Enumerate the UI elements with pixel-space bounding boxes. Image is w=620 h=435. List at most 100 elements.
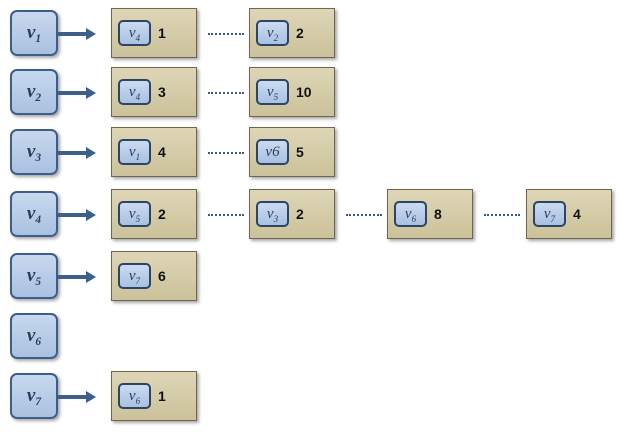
vertex-box: v6	[10, 313, 58, 359]
list-node: v6 1	[111, 371, 197, 421]
neighbor-vertex-chip: v5	[256, 79, 289, 105]
edge-weight: 2	[158, 206, 166, 222]
edge-weight: 2	[296, 25, 304, 41]
list-node: v5 2	[111, 189, 197, 239]
neighbor-subscript: 4	[135, 33, 141, 43]
ellipsis-connector	[208, 92, 244, 94]
neighbor-vertex-chip: v4	[118, 20, 151, 46]
neighbor-subscript: 5	[273, 92, 279, 102]
edge-weight: 2	[296, 206, 304, 222]
ellipsis-connector	[208, 33, 244, 35]
neighbor-vertex-chip: v6	[394, 201, 427, 227]
neighbor-letter: v	[266, 84, 274, 100]
neighbor-subscript: 4	[135, 92, 141, 102]
pointer-arrow-icon	[58, 28, 96, 40]
edge-weight: 4	[573, 206, 581, 222]
vertex-label: v3	[12, 141, 56, 164]
vertex-box: v2	[10, 69, 58, 115]
list-node: v6 8	[387, 189, 473, 239]
edge-weight: 1	[158, 25, 166, 41]
neighbor-letter: v6	[265, 144, 280, 160]
vertex-letter: v	[26, 325, 36, 346]
vertex-label: v7	[12, 385, 56, 408]
neighbor-subscript: 6	[135, 396, 141, 406]
neighbor-letter: v	[266, 206, 274, 222]
edge-weight: 8	[434, 206, 442, 222]
vertex-label: v1	[12, 22, 56, 45]
ellipsis-connector	[346, 214, 382, 216]
vertex-subscript: 6	[35, 336, 42, 348]
pointer-arrow-icon	[58, 147, 96, 159]
list-node: v3 2	[249, 189, 335, 239]
neighbor-subscript: 3	[273, 214, 279, 224]
list-node: v7 6	[111, 251, 197, 301]
list-node: v5 10	[249, 67, 335, 117]
vertex-letter: v	[26, 22, 36, 43]
ellipsis-connector	[484, 214, 520, 216]
list-node: v1 4	[111, 127, 197, 177]
vertex-box: v3	[10, 129, 58, 175]
pointer-arrow-icon	[58, 271, 96, 283]
vertex-letter: v	[26, 81, 36, 102]
vertex-subscript: 1	[35, 33, 42, 45]
neighbor-subscript: 7	[135, 276, 141, 286]
vertex-letter: v	[26, 203, 36, 224]
neighbor-letter: v	[128, 268, 136, 284]
neighbor-vertex-chip: v4	[118, 79, 151, 105]
edge-weight: 5	[296, 144, 304, 160]
neighbor-vertex-chip: v6	[256, 139, 289, 165]
edge-weight: 6	[158, 268, 166, 284]
vertex-subscript: 4	[35, 214, 42, 226]
neighbor-subscript: 5	[135, 214, 141, 224]
list-node: v4 1	[111, 8, 197, 58]
pointer-arrow-icon	[58, 391, 96, 403]
edge-weight: 3	[158, 84, 166, 100]
neighbor-letter: v	[266, 25, 274, 41]
neighbor-letter: v	[543, 206, 551, 222]
pointer-arrow-icon	[58, 209, 96, 221]
edge-weight: 4	[158, 144, 166, 160]
vertex-subscript: 3	[35, 152, 42, 164]
edge-weight: 10	[296, 84, 312, 100]
vertex-letter: v	[26, 265, 36, 286]
vertex-label: v2	[12, 81, 56, 104]
list-node: v6 5	[249, 127, 335, 177]
vertex-letter: v	[26, 385, 36, 406]
neighbor-vertex-chip: v7	[533, 201, 566, 227]
vertex-subscript: 2	[35, 92, 42, 104]
neighbor-subscript: 1	[135, 152, 141, 162]
vertex-label: v5	[12, 265, 56, 288]
neighbor-vertex-chip: v1	[118, 139, 151, 165]
vertex-subscript: 5	[35, 276, 42, 288]
vertex-box: v7	[10, 373, 58, 419]
neighbor-subscript: 2	[273, 33, 279, 43]
vertex-box: v4	[10, 191, 58, 237]
neighbor-letter: v	[128, 144, 136, 160]
neighbor-vertex-chip: v6	[118, 383, 151, 409]
ellipsis-connector	[208, 152, 244, 154]
neighbor-vertex-chip: v7	[118, 263, 151, 289]
pointer-arrow-icon	[58, 87, 96, 99]
edge-weight: 1	[158, 388, 166, 404]
vertex-letter: v	[26, 141, 36, 162]
neighbor-vertex-chip: v3	[256, 201, 289, 227]
neighbor-letter: v	[128, 84, 136, 100]
neighbor-vertex-chip: v5	[118, 201, 151, 227]
neighbor-letter: v	[128, 25, 136, 41]
list-node: v4 3	[111, 67, 197, 117]
neighbor-letter: v	[128, 388, 136, 404]
vertex-label: v4	[12, 203, 56, 226]
vertex-box: v1	[10, 10, 58, 56]
vertex-label: v6	[12, 325, 56, 348]
ellipsis-connector	[208, 214, 244, 216]
neighbor-vertex-chip: v2	[256, 20, 289, 46]
vertex-box: v5	[10, 253, 58, 299]
neighbor-letter: v	[404, 206, 412, 222]
neighbor-subscript: 6	[411, 214, 417, 224]
neighbor-subscript: 7	[550, 214, 556, 224]
list-node: v7 4	[526, 189, 612, 239]
vertex-subscript: 7	[35, 396, 42, 408]
neighbor-letter: v	[128, 206, 136, 222]
